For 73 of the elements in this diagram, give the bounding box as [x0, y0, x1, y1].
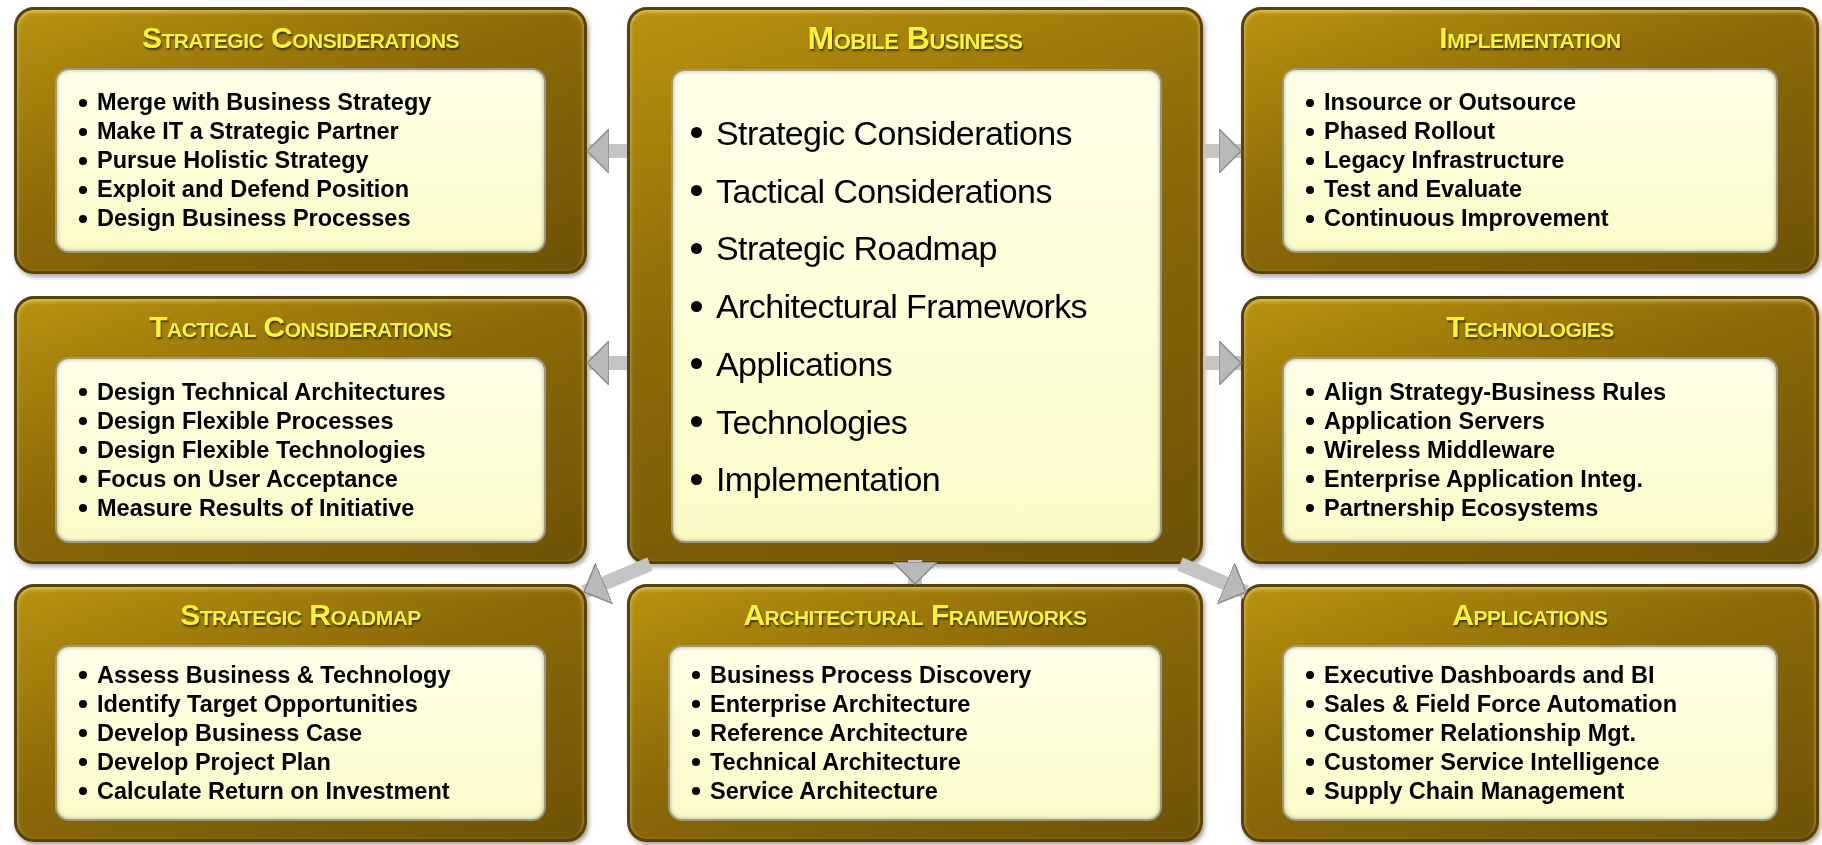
list-item: Applications [716, 343, 893, 384]
list-item: Align Strategy-Business Rules [1324, 377, 1667, 407]
section-heading: Implementation [1438, 20, 1622, 56]
list-item: Design Business Processes [97, 204, 411, 233]
list-panel [668, 645, 1162, 821]
section-heading: Applications [1451, 597, 1609, 633]
section-frame [627, 584, 1203, 842]
list-panel [1282, 68, 1778, 253]
section-frame [627, 7, 1203, 564]
list-item: Partnership Ecosystems [1324, 493, 1599, 523]
block-arrow [892, 560, 938, 585]
block-arrow [586, 340, 627, 386]
list-item: Measure Results of Initiative [97, 493, 415, 523]
list-item: Develop Business Case [97, 718, 363, 748]
section-heading: Architectural Frameworks [742, 597, 1088, 633]
section-frame [1241, 7, 1819, 274]
section-heading: Strategic Considerations [140, 20, 461, 56]
list-panel [55, 645, 546, 821]
list-item: Merge with Business Strategy [97, 88, 432, 117]
list-item: Design Technical Architectures [97, 377, 446, 407]
list-item: Tactical Considerations [716, 170, 1052, 211]
list-item: Insource or Outsource [1324, 88, 1577, 117]
list-item: Supply Chain Management [1324, 776, 1625, 806]
list-item: Sales & Field Force Automation [1324, 689, 1677, 719]
list-item: Make IT a Strategic Partner [97, 117, 399, 146]
list-item: Test and Evaluate [1324, 175, 1523, 204]
list-item: Implementation [716, 459, 941, 500]
list-item: Service Architecture [710, 776, 938, 806]
list-item: Technologies [716, 401, 908, 442]
section-frame [14, 584, 587, 842]
section-heading: Strategic Roadmap [179, 597, 422, 633]
list-item: Phased Rollout [1324, 117, 1496, 146]
list-panel [1282, 357, 1778, 543]
list-item: Design Flexible Processes [97, 406, 394, 436]
list-item: Application Servers [1324, 406, 1545, 436]
list-item: Identify Target Opportunities [97, 689, 418, 719]
list-item: Pursue Holistic Strategy [97, 146, 369, 175]
list-item: Design Flexible Technologies [97, 435, 426, 465]
list-item: Architectural Frameworks [716, 286, 1088, 326]
list-item: Legacy Infrastructure [1324, 146, 1565, 175]
list-item: Assess Business & Technology [97, 660, 451, 690]
section-frame [14, 296, 587, 564]
list-item: Calculate Return on Investment [97, 776, 450, 806]
block-arrow [586, 128, 627, 174]
section-frame [1241, 296, 1819, 564]
list-item: Develop Project Plan [97, 747, 331, 777]
list-panel [1282, 645, 1778, 821]
section-frame [1241, 584, 1819, 842]
list-item: Reference Architecture [710, 718, 968, 748]
block-arrow [1203, 340, 1242, 386]
list-item: Customer Relationship Mgt. [1324, 718, 1637, 748]
section-heading: Tactical Considerations [148, 309, 453, 345]
list-item: Customer Service Intelligence [1324, 747, 1660, 777]
list-item: Enterprise Architecture [710, 689, 971, 719]
block-arrow [581, 557, 653, 605]
list-item: Exploit and Defend Position [97, 175, 410, 204]
section-frame [14, 7, 587, 274]
block-arrow [1177, 557, 1249, 605]
section-heading: Mobile Business [806, 19, 1024, 58]
list-item: Technical Architecture [710, 747, 961, 777]
section-heading: Technologies [1445, 309, 1615, 345]
list-item: Executive Dashboards and BI [1324, 660, 1655, 690]
list-item: Wireless Middleware [1324, 435, 1555, 465]
list-item: Business Process Discovery [710, 660, 1032, 690]
list-item: Focus on User Acceptance [97, 464, 398, 494]
list-item: Strategic Roadmap [716, 228, 997, 269]
list-item: Enterprise Application Integ. [1324, 464, 1644, 494]
list-item: Continuous Improvement [1324, 204, 1609, 233]
block-arrow [1203, 128, 1242, 174]
list-panel [55, 357, 546, 543]
list-panel [55, 68, 546, 253]
list-panel [671, 69, 1162, 543]
list-item: Strategic Considerations [716, 112, 1072, 153]
